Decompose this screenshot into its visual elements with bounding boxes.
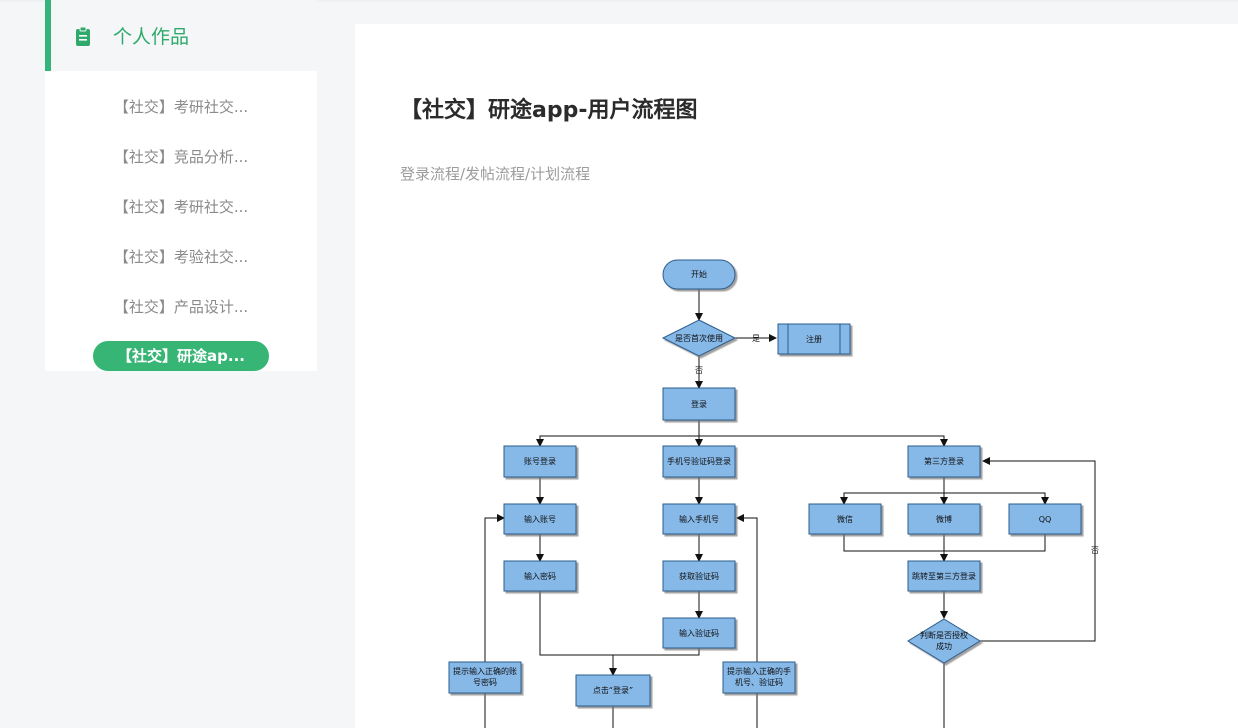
flow-node-input-phone: 输入手机号 (679, 514, 719, 524)
flow-label-no-retry: 否 (1091, 546, 1099, 555)
flow-node-auth-success-line1: 判断是否授权 (920, 630, 968, 640)
flow-node-login: 登录 (691, 399, 707, 409)
flow-label-no: 否 (695, 366, 703, 375)
top-divider (0, 0, 1238, 2)
sidebar-item-project-1[interactable]: 【社交】考研社交... (45, 81, 317, 131)
flow-node-account-login: 账号登录 (524, 456, 556, 466)
page-title: 【社交】研途app-用户流程图 (400, 98, 698, 123)
sidebar-header: 个人作品 (45, 0, 317, 71)
flow-node-hint-phone-line2: 机号、验证码 (735, 677, 783, 687)
page-subtitle: 登录流程/发帖流程/计划流程 (400, 165, 591, 183)
flow-node-click-login: 点击“登录” (593, 685, 633, 695)
sidebar-list: 【社交】考研社交... 【社交】竞品分析... 【社交】考研社交... 【社交】… (45, 71, 317, 371)
flow-node-weibo: 微博 (936, 514, 952, 524)
flow-node-hint-phone-line1: 提示输入正确的手 (727, 666, 791, 676)
sidebar-item-project-2[interactable]: 【社交】竞品分析... (45, 131, 317, 181)
flow-node-first-use: 是否首次使用 (675, 333, 723, 343)
content-panel: 【社交】研途app-用户流程图 登录流程/发帖流程/计划流程 (355, 24, 1238, 728)
sidebar-item-project-5[interactable]: 【社交】产品设计... (45, 281, 317, 331)
sidebar-item-project-4[interactable]: 【社交】考验社交... (45, 231, 317, 281)
flow-node-hint-account-line1: 提示输入正确的账 (453, 666, 517, 676)
flow-node-phone-login: 手机号验证码登录 (667, 456, 731, 466)
sidebar-item-label: 【社交】考研社交... (113, 97, 249, 116)
sidebar-item-label: 【社交】竞品分析... (113, 147, 249, 166)
flow-node-start: 开始 (691, 269, 707, 279)
sidebar-item-label: 【社交】考验社交... (113, 247, 249, 266)
sidebar-item-project-6-active[interactable]: 【社交】研途ap... (45, 331, 317, 381)
sidebar-item-label: 【社交】考研社交... (113, 197, 249, 216)
sidebar-title: 个人作品 (113, 26, 190, 48)
flow-node-get-code: 获取验证码 (679, 571, 719, 581)
flow-node-register: 注册 (806, 334, 822, 344)
flow-node-qq: QQ (1039, 515, 1052, 524)
sidebar-item-project-3[interactable]: 【社交】考研社交... (45, 181, 317, 231)
flow-node-wechat: 微信 (837, 514, 853, 524)
sidebar-item-label: 【社交】产品设计... (113, 297, 249, 316)
flow-node-third-login: 第三方登录 (924, 456, 964, 466)
flow-node-input-code: 输入验证码 (679, 628, 719, 638)
flow-node-hint-account-line2: 号密码 (473, 677, 497, 687)
flow-node-jump-third: 跳转至第三方登录 (912, 571, 976, 581)
flow-node-input-password: 输入密码 (524, 571, 556, 581)
flow-label-yes: 是 (752, 334, 760, 343)
flow-node-auth-success-line2: 成功 (936, 641, 952, 651)
clipboard-icon (76, 26, 90, 46)
sidebar-item-label: 【社交】研途ap... (93, 341, 269, 371)
sidebar: 个人作品 【社交】考研社交... 【社交】竞品分析... 【社交】考研社交...… (45, 0, 317, 371)
flow-node-input-account: 输入账号 (524, 514, 556, 524)
user-flowchart: 开始 是否首次使用 是 注册 否 登录 账号登录 手机号验证码登录 第三方登录 … (448, 259, 1099, 728)
